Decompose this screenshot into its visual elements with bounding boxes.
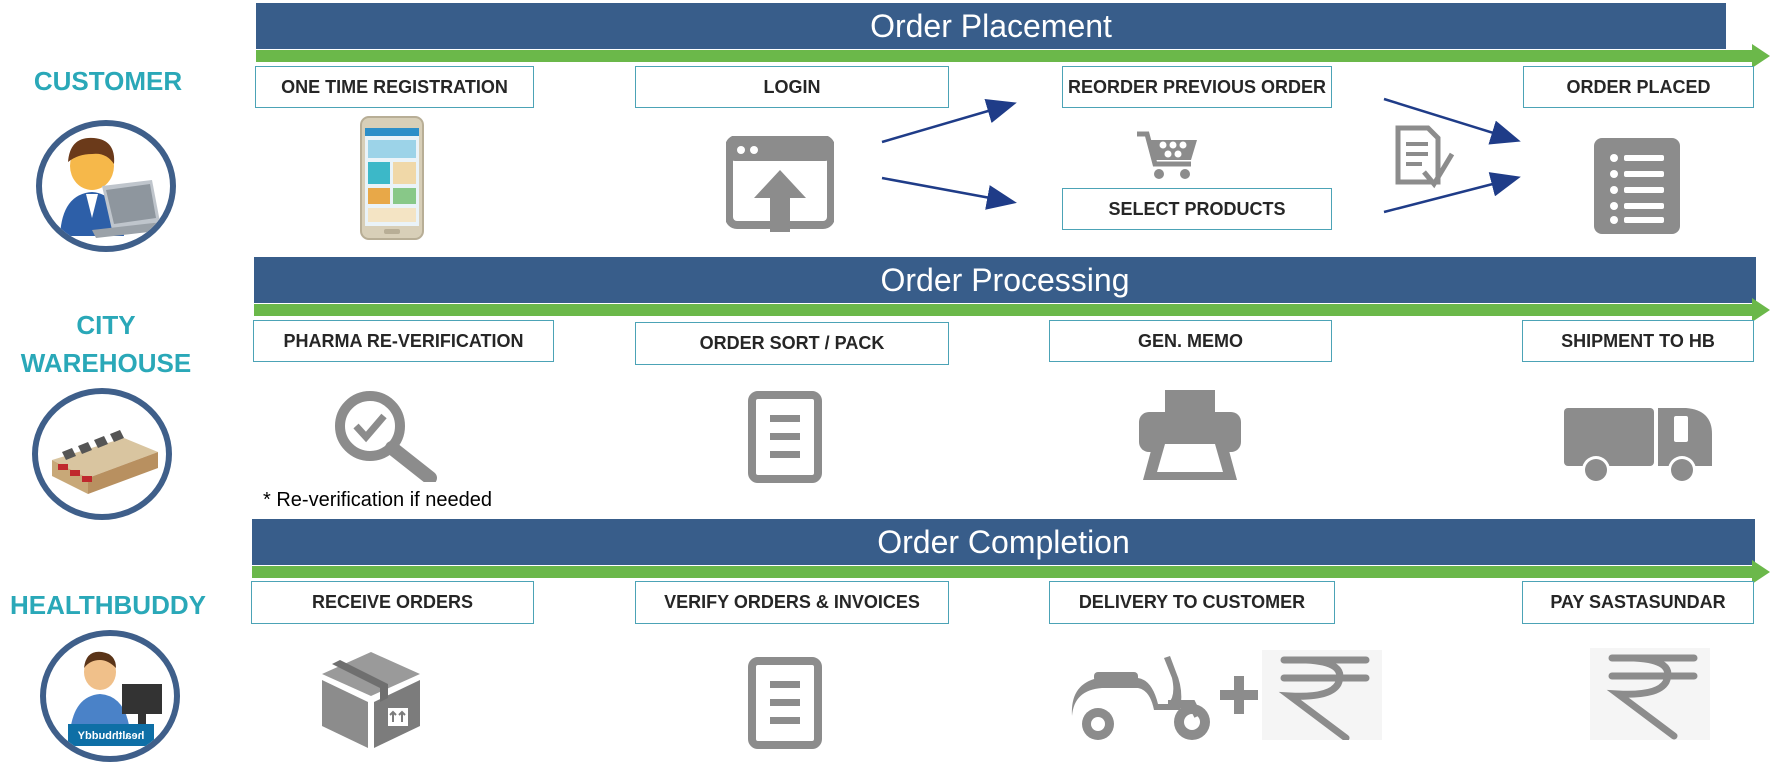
rupee-icon-delivery (1262, 650, 1382, 740)
progress-arrowhead-completion (1752, 560, 1770, 584)
step-pharma-re-verification: PHARMA RE-VERIFICATION (253, 320, 554, 362)
section-banner-order-completion: Order Completion (252, 519, 1755, 565)
section-banner-order-placement: Order Placement (256, 3, 1726, 49)
progress-bar-completion (252, 566, 1752, 578)
warehouse-avatar (32, 388, 172, 520)
step-gen-memo: GEN. MEMO (1049, 320, 1332, 362)
section-banner-order-processing: Order Processing (254, 257, 1756, 303)
verify-document-icon (748, 657, 822, 749)
arrow-login-to-select (881, 176, 1017, 210)
printer-icon (1137, 388, 1243, 482)
package-box-icon (318, 650, 424, 750)
delivery-truck-icon (1562, 404, 1714, 486)
rupee-icon-payment (1590, 648, 1710, 740)
order-list-icon (1594, 138, 1680, 234)
customer-avatar (36, 120, 176, 252)
healthbuddy-screen-label: healthbuddY (77, 730, 145, 742)
actor-customer-label: CUSTOMER (33, 66, 183, 96)
arrow-reorder-to-placed (1383, 97, 1521, 145)
step-one-time-registration: ONE TIME REGISTRATION (255, 66, 534, 108)
plus-icon (1220, 676, 1258, 714)
warehouse-building-icon (52, 430, 158, 494)
login-upload-icon (726, 136, 834, 232)
step-verify-orders-invoices: VERIFY ORDERS & INVOICES (635, 581, 949, 624)
step-reorder-previous-order: REORDER PREVIOUS ORDER (1062, 66, 1332, 108)
shopping-cart-icon (1135, 130, 1199, 180)
sort-pack-document-icon (748, 391, 822, 483)
arrow-select-to-placed (1383, 172, 1521, 214)
magnifier-check-icon (334, 390, 438, 482)
step-receive-orders: RECEIVE ORDERS (251, 581, 534, 624)
step-order-placed: ORDER PLACED (1523, 66, 1754, 108)
scooter-icon (1068, 650, 1218, 744)
progress-bar-placement (256, 50, 1752, 62)
progress-arrowhead-processing (1752, 298, 1770, 322)
step-login: LOGIN (635, 66, 949, 108)
customer-laptop-icon (60, 137, 166, 238)
step-pay-sastasundar: PAY SASTASUNDAR (1522, 581, 1754, 624)
mobile-app-phone-icon (360, 116, 424, 240)
flow-arrows-placement (881, 97, 1521, 214)
step-shipment-to-hb: SHIPMENT TO HB (1522, 320, 1754, 362)
step-delivery-to-customer: DELIVERY TO CUSTOMER (1049, 581, 1335, 624)
document-check-icon (1394, 124, 1456, 190)
step-select-products: SELECT PRODUCTS (1062, 188, 1332, 230)
actor-healthbuddy-label: HEALTHBUDDY (10, 590, 206, 620)
progress-bar-processing (254, 304, 1752, 316)
healthbuddy-avatar: healthbuddY (40, 630, 180, 762)
progress-arrowhead-placement (1752, 44, 1770, 68)
arrow-login-to-reorder (881, 99, 1017, 144)
healthbuddy-person-icon (68, 651, 162, 746)
step-order-sort-pack: ORDER SORT / PACK (635, 322, 949, 365)
actor-warehouse-label: CITY WAREHOUSE (20, 310, 192, 378)
re-verification-note: * Re-verification if needed (263, 489, 493, 511)
